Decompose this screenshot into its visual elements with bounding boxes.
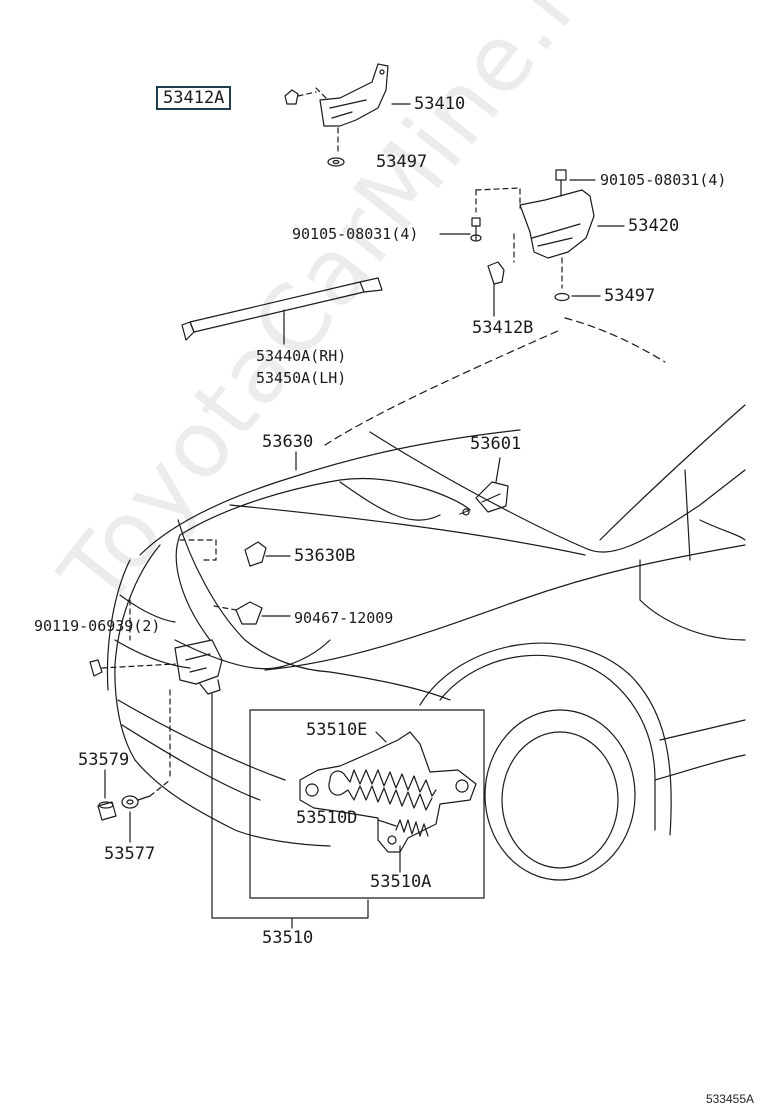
part-label-53497-right[interactable]: 53497 [604, 286, 656, 306]
hood-lock [89, 599, 369, 929]
part-label-53510a[interactable]: 53510A [370, 872, 432, 892]
part-label-53410[interactable]: 53410 [414, 94, 466, 114]
hood-hinge-53410 [284, 63, 411, 167]
part-label-53510d[interactable]: 53510D [296, 808, 358, 828]
hood-strut [181, 277, 383, 345]
part-label-53630b[interactable]: 53630B [294, 546, 356, 566]
release-cable [175, 451, 509, 641]
part-label-53440a[interactable]: 53440A(RH) [256, 347, 347, 365]
part-label-90119[interactable]: 90119-06939(2) [34, 617, 161, 635]
part-label-53420[interactable]: 53420 [628, 216, 680, 236]
part-label-53450a[interactable]: 53450A(LH) [256, 369, 347, 387]
part-label-53579[interactable]: 53579 [78, 750, 130, 770]
part-label-53510[interactable]: 53510 [262, 928, 314, 948]
part-label-53630[interactable]: 53630 [262, 432, 314, 452]
car-body-outline [106, 317, 746, 881]
hood-hinge-53420 [439, 169, 625, 317]
document-code: 533455A [705, 1092, 754, 1106]
part-label-90105-right[interactable]: 90105-08031(4) [600, 171, 727, 189]
part-label-53497-top[interactable]: 53497 [376, 152, 428, 172]
cable-clips [179, 539, 291, 625]
lock-detail-box [249, 709, 485, 899]
part-label-53510e[interactable]: 53510E [306, 720, 368, 740]
part-label-53412b[interactable]: 53412B [472, 318, 534, 338]
part-label-90105-left[interactable]: 90105-08031(4) [292, 225, 419, 243]
part-label-90467[interactable]: 90467-12009 [294, 609, 394, 627]
part-label-53412a[interactable]: 53412A [156, 86, 232, 110]
part-label-53577[interactable]: 53577 [104, 844, 156, 864]
part-label-53601[interactable]: 53601 [470, 434, 522, 454]
hood-bumpers [97, 769, 171, 843]
